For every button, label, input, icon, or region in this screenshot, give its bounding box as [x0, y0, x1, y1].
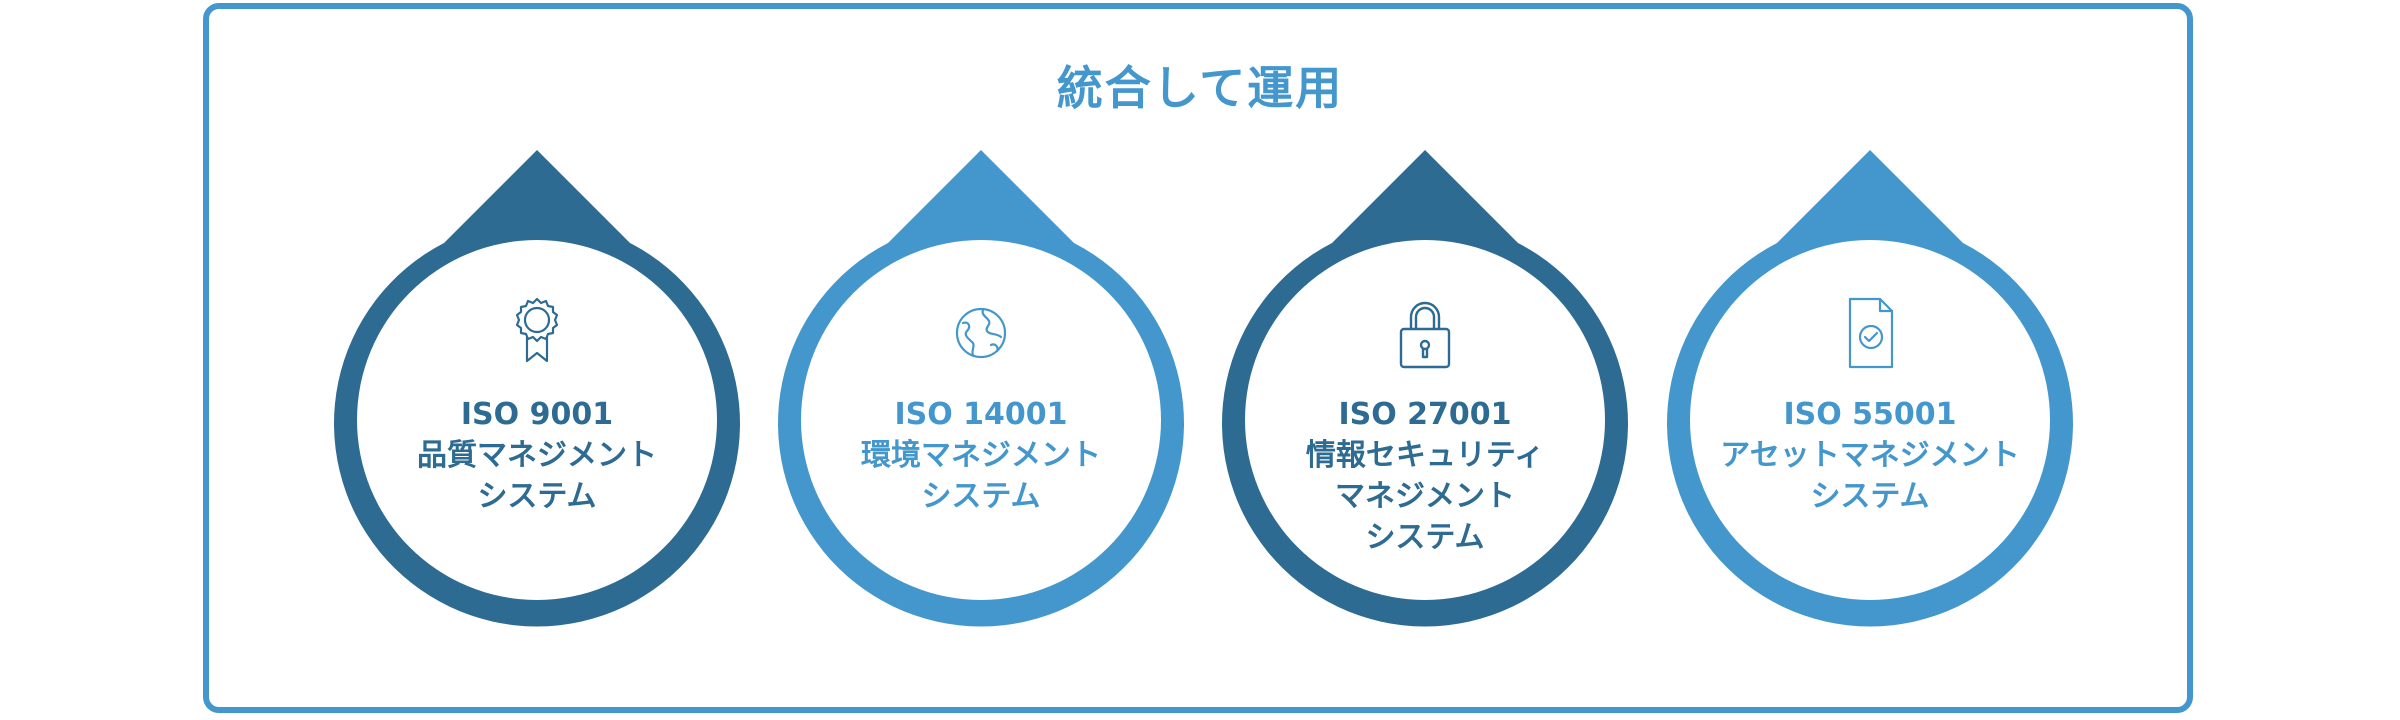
drop-shape: [1667, 150, 2073, 627]
label-line: 情報セキュリティ: [1305, 438, 1545, 473]
diagram-title: 統合して運用: [1056, 61, 1344, 115]
padlock-icon: [1399, 301, 1451, 369]
iso-55001-drop: ISO 55001 アセットマネジメント システム: [1660, 150, 2080, 640]
label-line: システム: [477, 479, 597, 514]
standard-code: ISO 9001: [460, 397, 614, 432]
item-label: ISO 55001 アセットマネジメント システム: [1720, 394, 2020, 517]
standard-code: ISO 27001: [1338, 397, 1512, 432]
label-line: システム: [1365, 520, 1485, 555]
award-ribbon-icon: [515, 297, 559, 363]
label-line: アセットマネジメント: [1720, 438, 2020, 473]
standard-code: ISO 14001: [894, 397, 1068, 432]
label-line: 環境マネジメント: [861, 438, 1101, 473]
item-label: ISO 9001 品質マネジメント システム: [387, 394, 687, 517]
document-check-icon: [1848, 297, 1894, 369]
label-line: システム: [1810, 479, 1930, 514]
label-line: マネジメント: [1335, 479, 1515, 514]
label-line: 品質マネジメント: [417, 438, 657, 473]
drop-shape: [778, 150, 1184, 627]
diagram-frame: [203, 3, 2193, 713]
item-label: ISO 27001 情報セキュリティ マネジメント システム: [1275, 394, 1575, 558]
standard-code: ISO 55001: [1783, 397, 1957, 432]
drop-shape: [333, 150, 741, 627]
globe-icon: [955, 307, 1007, 359]
item-label: ISO 14001 環境マネジメント システム: [831, 394, 1131, 517]
label-line: システム: [921, 479, 1041, 514]
iso-9001-drop: ISO 9001 品質マネジメント システム: [327, 150, 747, 640]
iso-14001-drop: ISO 14001 環境マネジメント システム: [771, 150, 1191, 640]
drop-shape: [1222, 150, 1628, 627]
iso-27001-drop: ISO 27001 情報セキュリティ マネジメント システム: [1215, 150, 1635, 640]
